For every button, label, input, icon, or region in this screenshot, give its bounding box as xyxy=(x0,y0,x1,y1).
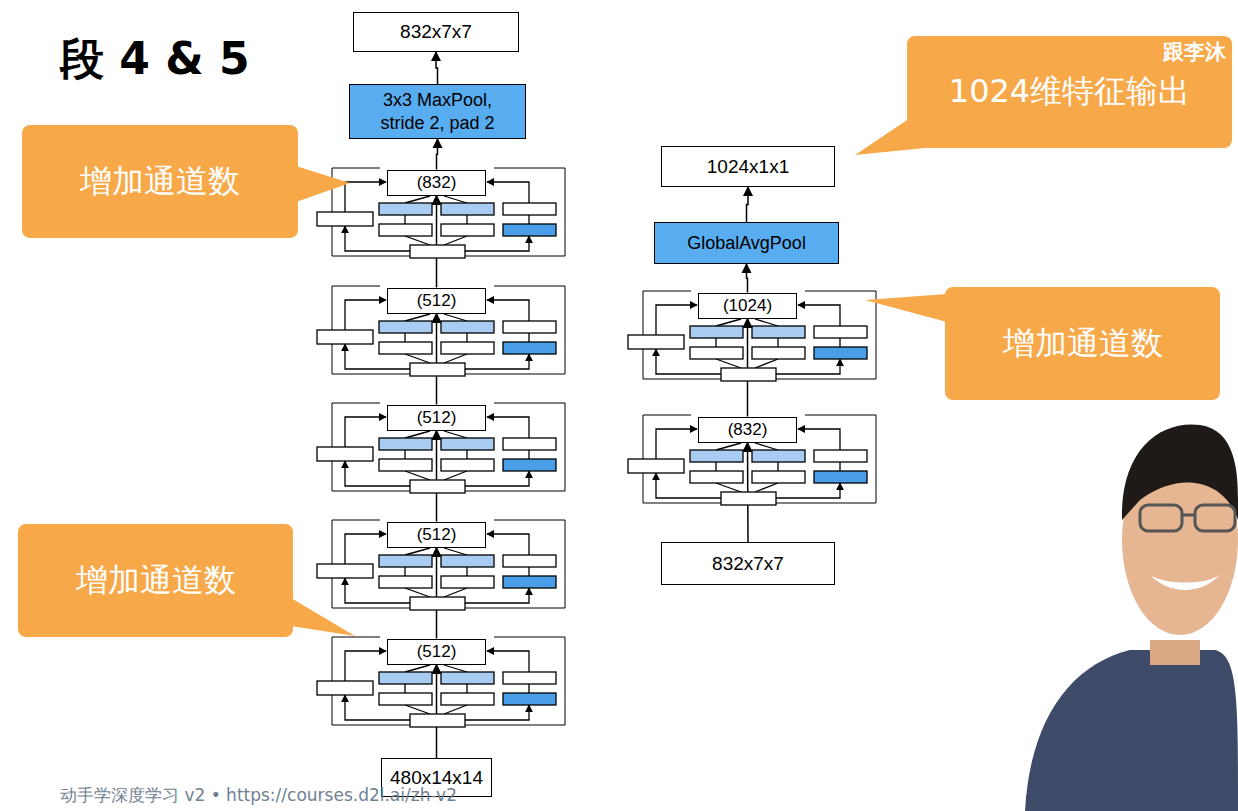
concat-box: (832) xyxy=(698,417,797,443)
tensor-box: 832x7x7 xyxy=(353,12,519,52)
flow-arrow xyxy=(436,665,438,759)
concat-box: (1024) xyxy=(698,293,797,319)
tensor-box: 832x7x7 xyxy=(661,542,835,585)
pool-layer-box: GlobalAvgPool xyxy=(654,222,839,264)
presenter-figure xyxy=(1025,424,1238,811)
flow-arrow xyxy=(436,314,438,405)
flow-arrow xyxy=(747,187,749,222)
callout-box: 增加通道数 xyxy=(18,524,293,637)
flow-arrow xyxy=(436,548,438,639)
node-text: (832) xyxy=(417,173,457,193)
node-text: (512) xyxy=(417,642,457,662)
concat-box: (832) xyxy=(387,170,486,196)
node-text: (512) xyxy=(417,291,457,311)
node-text: 增加通道数 xyxy=(76,559,236,603)
node-text: (512) xyxy=(417,408,457,428)
node-text: 增加通道数 xyxy=(80,160,240,204)
concat-box: (512) xyxy=(387,639,486,665)
node-text: 增加通道数 xyxy=(1003,322,1163,366)
flow-arrow xyxy=(436,196,438,288)
concat-box: (512) xyxy=(387,522,486,548)
node-text: (832) xyxy=(728,420,768,440)
node-text: 3x3 MaxPool, stride 2, pad 2 xyxy=(363,89,513,134)
concat-box: (512) xyxy=(387,288,486,314)
node-text: 832x7x7 xyxy=(712,553,784,575)
node-text: GlobalAvgPool xyxy=(687,232,806,255)
callout-box: 增加通道数 xyxy=(945,287,1220,400)
flow-arrow xyxy=(436,431,438,522)
slide-title: 段 4 & 5 xyxy=(60,30,250,89)
callout-box: 增加通道数 xyxy=(22,125,298,238)
flow-arrow xyxy=(436,52,438,84)
tensor-box: 1024x1x1 xyxy=(661,146,835,187)
pool-layer-box: 3x3 MaxPool, stride 2, pad 2 xyxy=(349,84,526,139)
flow-arrow xyxy=(437,139,438,170)
watermark-text: 跟李沐 xyxy=(1163,38,1226,66)
flow-arrow xyxy=(747,264,748,293)
node-text: (1024) xyxy=(723,296,772,316)
footer-text: 动手学深度学习 v2 • https://courses.d2l.ai/zh-v… xyxy=(60,784,457,807)
node-text: 1024x1x1 xyxy=(707,156,789,178)
node-text: (512) xyxy=(417,525,457,545)
concat-box: (512) xyxy=(387,405,486,431)
node-text: 1024维特征输出 xyxy=(949,70,1190,114)
node-text: 832x7x7 xyxy=(400,21,472,43)
